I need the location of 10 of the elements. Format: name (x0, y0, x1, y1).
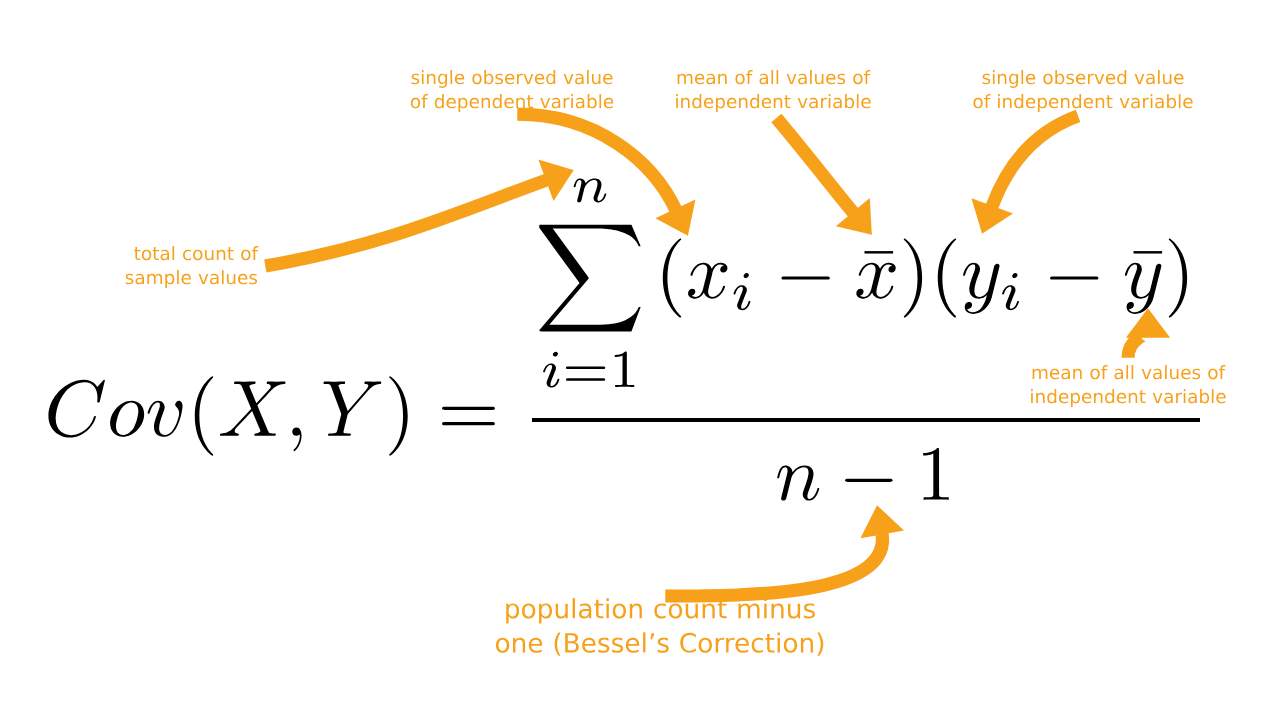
formula: $Cov(X,Y) =$ (48, 376, 495, 456)
annotation-text: mean of all values of independent variable (1031, 365, 1226, 407)
annotation-text: mean of all values of independent variable (676, 70, 871, 112)
math-expression: $n-1$ (777, 448, 949, 501)
annotation-text: single observed value of dependent variable (410, 70, 614, 112)
annotation-text: population count minus one (Bessel’s Correction) (496, 598, 824, 656)
math-expression: $(x_i - \bar{x})(y_i - \bar{y})$ (662, 238, 1188, 318)
math-expression: $\sum\limits_{i=1}^{n}$ (539, 178, 641, 388)
annotation-text: single observed value of independent variable (973, 70, 1193, 112)
annotation-text: total count of sample values (125, 246, 259, 288)
